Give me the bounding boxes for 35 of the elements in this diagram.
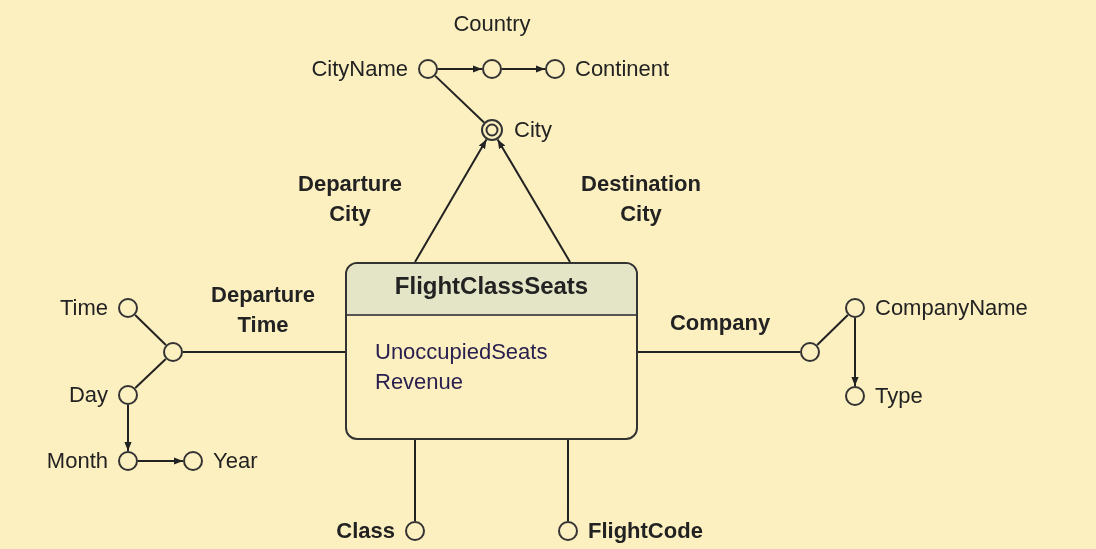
attribute-label: Continent [575, 56, 670, 82]
attribute-label: Time [59, 295, 108, 321]
attribute-label: CityName [311, 56, 408, 82]
arrow [851, 317, 859, 387]
attribute-label: Day [68, 382, 108, 408]
connector-line [816, 314, 849, 346]
edge-label: Departure City [298, 170, 402, 228]
arrow [496, 138, 571, 263]
edge-label: Destination City [581, 170, 701, 228]
connector-line [134, 357, 167, 390]
attribute-label: Class [336, 518, 395, 544]
attribute-label: Month [46, 448, 108, 474]
connector-line [134, 314, 167, 346]
attribute-label: FlightCode [588, 518, 703, 544]
attribute-label: Type [875, 383, 923, 409]
arrow [501, 65, 546, 73]
edge-label: Company [669, 309, 771, 338]
attribute-label: Country [453, 11, 531, 37]
measure-name: UnoccupiedSeats [375, 339, 548, 365]
connector-line [566, 439, 569, 522]
connector-line [637, 351, 801, 354]
arrow [437, 65, 483, 73]
attribute-label: Year [213, 448, 258, 474]
attribute-label: City [514, 117, 552, 143]
fact-name: FlightClassSeats [393, 272, 590, 300]
edge-label: Departure Time [211, 281, 315, 339]
arrow [137, 457, 184, 465]
arrow [414, 138, 488, 263]
connector-line [434, 74, 486, 124]
measure-name: Revenue [375, 369, 464, 395]
fact-box [345, 262, 638, 440]
attribute-label: CompanyName [875, 295, 1028, 321]
connector-line [414, 439, 417, 522]
arrow [124, 404, 132, 452]
connector-line [182, 351, 346, 354]
